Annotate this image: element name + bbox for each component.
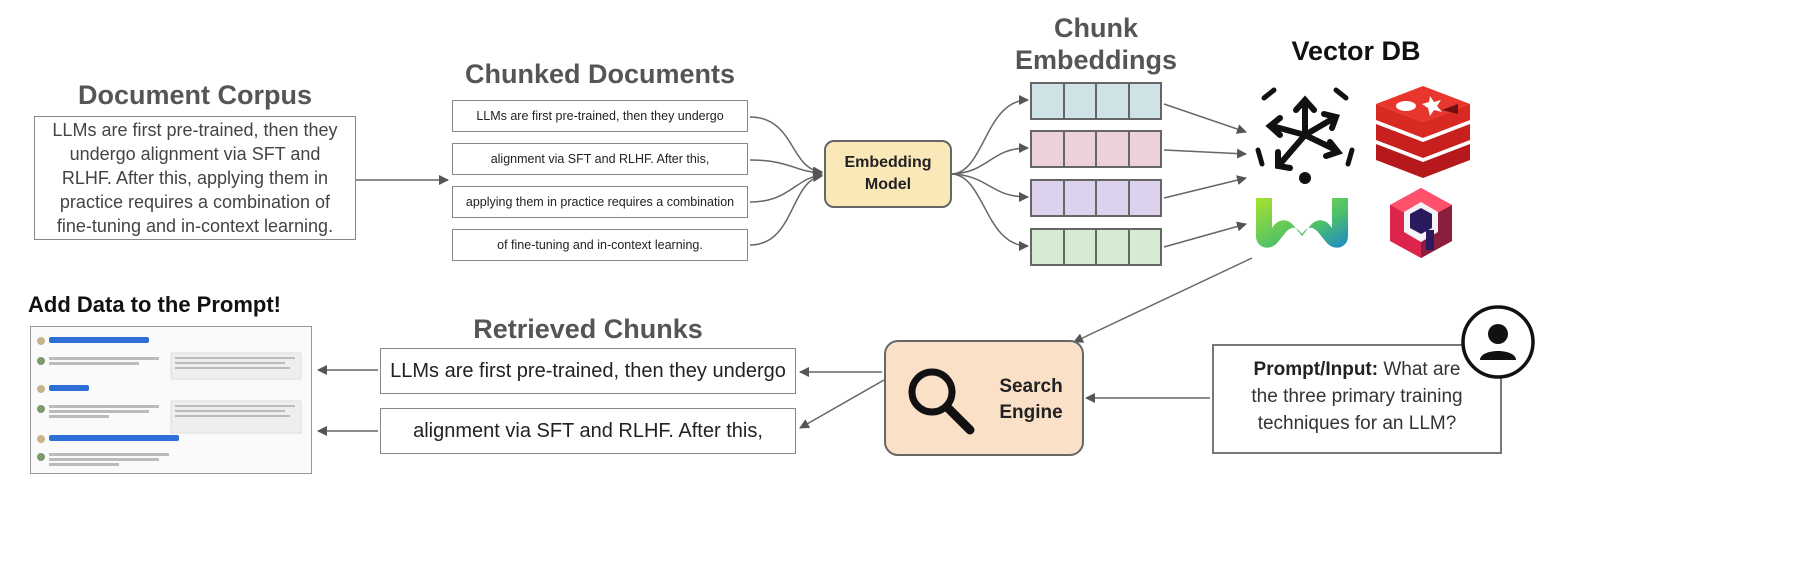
retrieved-chunk-text: LLMs are first pre-trained, then they un… [390,359,786,382]
chunk-box: applying them in practice requires a com… [452,186,748,218]
corpus-line: LLMs are first pre-trained, then they [52,120,338,140]
chunk-box: alignment via SFT and RLHF. After this, [452,143,748,175]
magnifier-icon [908,368,975,435]
retrieved-heading: Retrieved Chunks [473,314,703,344]
retrieved-chunk-box: alignment via SFT and RLHF. After this, [380,408,796,454]
arrow-db-to-search [1073,257,1253,343]
embeddings-heading: Chunk Embeddings [996,12,1196,76]
embedding-cell [1065,181,1097,215]
chat-thumbnail [31,327,311,473]
corpus-text: LLMs are first pre-trained, then they un… [42,112,347,244]
embedding-model-label: Model [864,176,912,193]
embedding-cell [1130,230,1161,264]
embedding-cell [1097,181,1130,215]
prompt-text: What are [1378,359,1461,380]
arrow-emb4-to-db [1163,221,1247,248]
curve-chunk1-to-model [749,116,823,177]
embedding-vector [1030,82,1162,120]
redis-icon [1376,86,1470,178]
curve-model-to-emb3 [951,173,1029,202]
chunk-text: applying them in practice requires a com… [465,195,735,209]
embedding-cell [1032,230,1065,264]
chunked-heading: Chunked Documents [464,59,736,89]
embedding-cell [1097,132,1130,166]
chunk-box: of fine-tuning and in-context learning. [452,229,748,261]
embeddings-heading-line: Chunk [1054,13,1138,43]
vector-db-heading: Vector DB [1291,36,1421,66]
chunk-text: alignment via SFT and RLHF. After this, [490,152,710,166]
vector-db-logos [1250,80,1490,260]
qdrant-icon [1390,188,1452,258]
prompt-line: Prompt/Input: What are [1226,356,1488,383]
chunk-text: LLMs are first pre-trained, then they un… [476,109,724,123]
weaviate-icon [1255,87,1355,184]
corpus-line: practice requires a combination of [59,192,331,212]
embedding-cell [1097,230,1130,264]
curve-model-to-emb2 [951,143,1029,175]
embedding-cell [1065,230,1097,264]
search-engine: Search Engine [884,340,1084,456]
arrow-emb2-to-db [1163,148,1247,159]
prompt-text: techniques for an LLM? [1257,413,1457,434]
embedding-vector [1030,130,1162,168]
curve-chunk2-to-model [749,159,823,178]
embedding-cell [1097,84,1130,118]
user-icon [1461,305,1535,379]
corpus-heading: Document Corpus [77,80,312,110]
embeddings-heading-line: Embeddings [1014,45,1177,75]
corpus-line: RLHF. After this, applying them in [61,168,329,188]
retrieved-chunk-text: alignment via SFT and RLHF. After this, [413,419,763,442]
corpus-line: undergo alignment via SFT and [69,144,321,164]
search-engine-label: Search Engine [986,374,1076,426]
prompt-label: Prompt/Input: [1253,359,1379,380]
arrow-emb3-to-db [1163,175,1247,199]
embedding-cell [1065,132,1097,166]
prompt-box: Prompt/Input: What are the three primary… [1212,344,1502,454]
embedding-cell [1032,132,1065,166]
add-data-heading: Add Data to the Prompt! [28,292,281,317]
embedding-model: Embedding Model [824,140,952,208]
curve-chunk4-to-model [749,172,823,246]
embedding-vector [1030,179,1162,217]
search-engine-line: Search [999,376,1063,397]
embedding-cell [1130,132,1161,166]
embedding-cell [1130,181,1161,215]
search-engine-line: Engine [999,402,1063,423]
retrieved-chunk-box: LLMs are first pre-trained, then they un… [380,348,796,394]
corpus-line: fine-tuning and in-context learning. [56,216,334,236]
embedding-cell [1065,84,1097,118]
arrow-search-to-chunk2 [799,379,885,429]
embedding-cell [1130,84,1161,118]
curve-model-to-emb4 [951,173,1029,251]
curve-chunk3-to-model [749,171,823,203]
curve-model-to-emb1 [951,95,1029,175]
chunk-box: LLMs are first pre-trained, then they un… [452,100,748,132]
arrow-emb1-to-db [1163,103,1247,134]
chunk-text: of fine-tuning and in-context learning. [497,238,703,252]
embedding-cell [1032,181,1065,215]
prompt-text: the three primary training [1251,386,1463,407]
chat-screenshot [30,326,312,474]
weaviate-wave-icon [1256,198,1348,248]
embedding-model-label: Embedding [844,154,932,171]
corpus-box: LLMs are first pre-trained, then they un… [34,116,356,240]
embedding-cell [1032,84,1065,118]
embedding-vector [1030,228,1162,266]
